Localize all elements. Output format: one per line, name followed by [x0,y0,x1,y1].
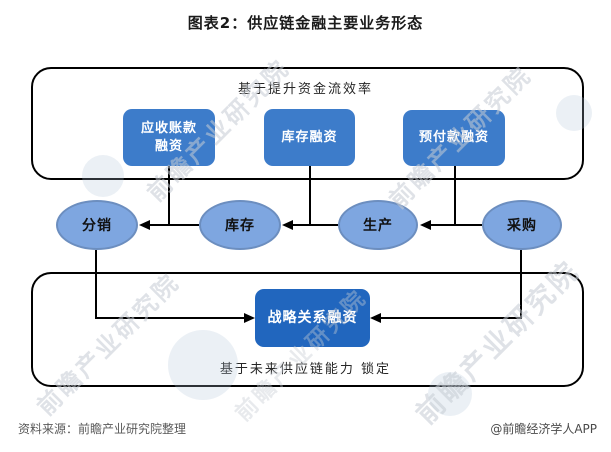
connector-inventoryfin-down [309,166,311,226]
arrow-production-to-inventory-head [282,220,293,230]
arrow-inventory-to-distribution-head [139,220,150,230]
node-distribution: 分销 [56,200,138,250]
arrow-production-to-inventory-line [292,224,338,226]
node-procurement: 采购 [482,200,562,250]
arrow-left-into-strategy-head [244,313,255,323]
watermark-logo-blob [168,330,238,400]
arrow-left-into-strategy-line [95,317,244,319]
arrow-right-into-strategy-head [370,313,381,323]
box-inventory-financing: 库存融资 [264,109,355,166]
arrow-inventory-to-distribution-line [149,224,199,226]
connector-procurement-down [520,250,522,319]
box-receivables-financing: 应收账款融资 [123,109,215,166]
connector-receivables-down [168,166,170,226]
box-receivables-label: 应收账款融资 [140,120,197,154]
box-prepayment-financing: 预付款融资 [403,110,505,166]
footer-source: 资料来源：前瞻产业研究院整理 [18,422,187,436]
node-production: 生产 [338,200,418,250]
arrow-right-into-strategy-line [381,317,522,319]
page-title: 图表2：供应链金融主要业务形态 [187,14,424,32]
connector-distribution-down [95,250,97,319]
top-region-frame [31,67,584,180]
arrow-procurement-to-production-head [420,220,431,230]
footer-brand: @前瞻经济学人APP [490,422,597,436]
connector-prepayment-down [454,166,456,226]
bottom-region-label: 基于未来供应链能力 锁定 [219,362,392,377]
watermark-logo-blob [556,95,592,131]
top-region-label: 基于提升资金流效率 [237,82,373,97]
watermark-logo-blob [428,372,472,416]
arrow-procurement-to-production-line [430,224,482,226]
bottom-region-frame [31,272,584,387]
node-inventory: 库存 [199,200,281,250]
box-strategic-relationship-financing: 战略关系融资 [255,289,370,347]
watermark-logo-blob [82,155,124,197]
